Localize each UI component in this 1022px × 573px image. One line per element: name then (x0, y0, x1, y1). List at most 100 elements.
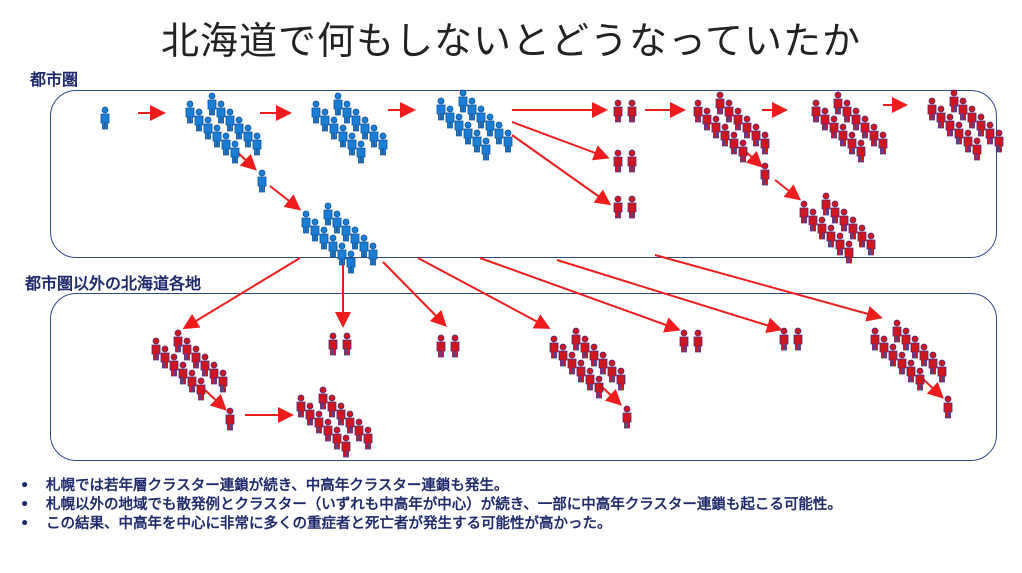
young-person-icon (378, 132, 388, 156)
young-person-icon (320, 108, 330, 132)
young-person-icon (338, 124, 348, 148)
young-person-icon (100, 106, 110, 130)
older-person-icon (436, 334, 446, 358)
older-person-icon (910, 335, 920, 359)
older-person-icon (607, 359, 617, 383)
young-person-icon (301, 210, 311, 234)
older-person-icon (598, 351, 608, 375)
older-person-icon (928, 351, 938, 375)
older-person-icon (702, 107, 712, 131)
older-person-icon (838, 123, 848, 147)
older-person-icon (178, 361, 188, 385)
older-person-icon (879, 335, 889, 359)
older-person-icon (945, 113, 955, 137)
older-person-icon (318, 386, 328, 410)
older-person-icon (936, 105, 946, 129)
older-person-icon (799, 200, 809, 224)
older-person-icon (693, 329, 703, 353)
older-person-icon (888, 343, 898, 367)
older-person-icon (567, 351, 577, 375)
older-person-icon (817, 216, 827, 240)
bullet-list: 札幌では若年層クラスター連鎖が続き、中高年クラスター連鎖も発生。 札幌以外の地域… (18, 477, 1018, 534)
spread-arrow (204, 389, 227, 411)
young-person-icon (481, 137, 491, 161)
young-person-icon (463, 121, 473, 145)
young-person-icon (243, 124, 253, 148)
young-person-icon (194, 108, 204, 132)
young-person-icon (185, 100, 195, 124)
older-person-icon (622, 405, 632, 429)
older-person-icon (820, 107, 830, 131)
older-person-icon (182, 337, 192, 361)
older-person-icon (173, 329, 183, 353)
older-person-icon (760, 131, 770, 155)
spread-arrow (556, 259, 783, 334)
older-person-icon (191, 345, 201, 369)
young-person-icon (225, 108, 235, 132)
older-person-icon (363, 426, 373, 450)
older-person-icon (627, 99, 637, 123)
young-person-icon (346, 250, 356, 274)
older-person-icon (835, 232, 845, 256)
older-person-icon (808, 208, 818, 232)
older-person-icon (720, 123, 730, 147)
older-person-icon (779, 327, 789, 351)
older-person-icon (842, 99, 852, 123)
young-person-icon (368, 242, 378, 266)
older-person-icon (336, 402, 346, 426)
older-person-icon (937, 359, 947, 383)
older-person-icon (724, 99, 734, 123)
young-person-icon (472, 129, 482, 153)
young-person-icon (329, 116, 339, 140)
older-person-icon (856, 139, 866, 163)
urban-section-label: 都市圏 (30, 70, 79, 89)
young-person-icon (212, 124, 222, 148)
young-person-icon (360, 116, 370, 140)
older-person-icon (160, 345, 170, 369)
spread-arrow (479, 257, 681, 333)
older-person-icon (580, 335, 590, 359)
older-person-icon (711, 115, 721, 139)
young-person-icon (323, 202, 333, 226)
older-person-icon (848, 216, 858, 240)
older-person-icon (341, 434, 351, 458)
young-person-icon (319, 226, 329, 250)
older-person-icon (857, 224, 867, 248)
bullet-item: この結果、中高年を中心に非常に多くの重症者と死亡者が発生する可能性が高かった。 (18, 515, 1018, 534)
older-person-icon (589, 343, 599, 367)
older-person-icon (967, 105, 977, 129)
young-person-icon (350, 226, 360, 250)
older-person-icon (919, 343, 929, 367)
older-person-icon (616, 367, 626, 391)
older-person-icon (958, 97, 968, 121)
young-person-icon (347, 132, 357, 156)
older-person-icon (715, 91, 725, 115)
older-person-icon (985, 121, 995, 145)
young-person-icon (351, 108, 361, 132)
older-person-icon (332, 426, 342, 450)
older-person-icon (906, 359, 916, 383)
young-person-icon (221, 132, 231, 156)
bullet-item: 札幌以外の地域でも散発例とクラスター（いずれも中高年が中心）が続き、一部に中高年… (18, 496, 1018, 515)
older-person-icon (187, 369, 197, 393)
older-person-icon (833, 91, 843, 115)
older-person-icon (200, 353, 210, 377)
older-person-icon (994, 129, 1004, 153)
young-person-icon (359, 234, 369, 258)
older-person-icon (354, 418, 364, 442)
older-person-icon (594, 375, 604, 399)
older-person-icon (576, 359, 586, 383)
spread-arrow (382, 261, 447, 327)
older-person-icon (963, 129, 973, 153)
older-person-icon (897, 351, 907, 375)
older-person-icon (679, 329, 689, 353)
older-person-icon (760, 162, 770, 186)
young-person-icon (458, 89, 468, 113)
older-person-icon (218, 369, 228, 393)
spread-arrow (417, 257, 551, 329)
older-person-icon (549, 335, 559, 359)
older-person-icon (742, 115, 752, 139)
older-person-icon (866, 232, 876, 256)
spread-arrow (654, 254, 883, 322)
young-person-icon (454, 113, 464, 137)
